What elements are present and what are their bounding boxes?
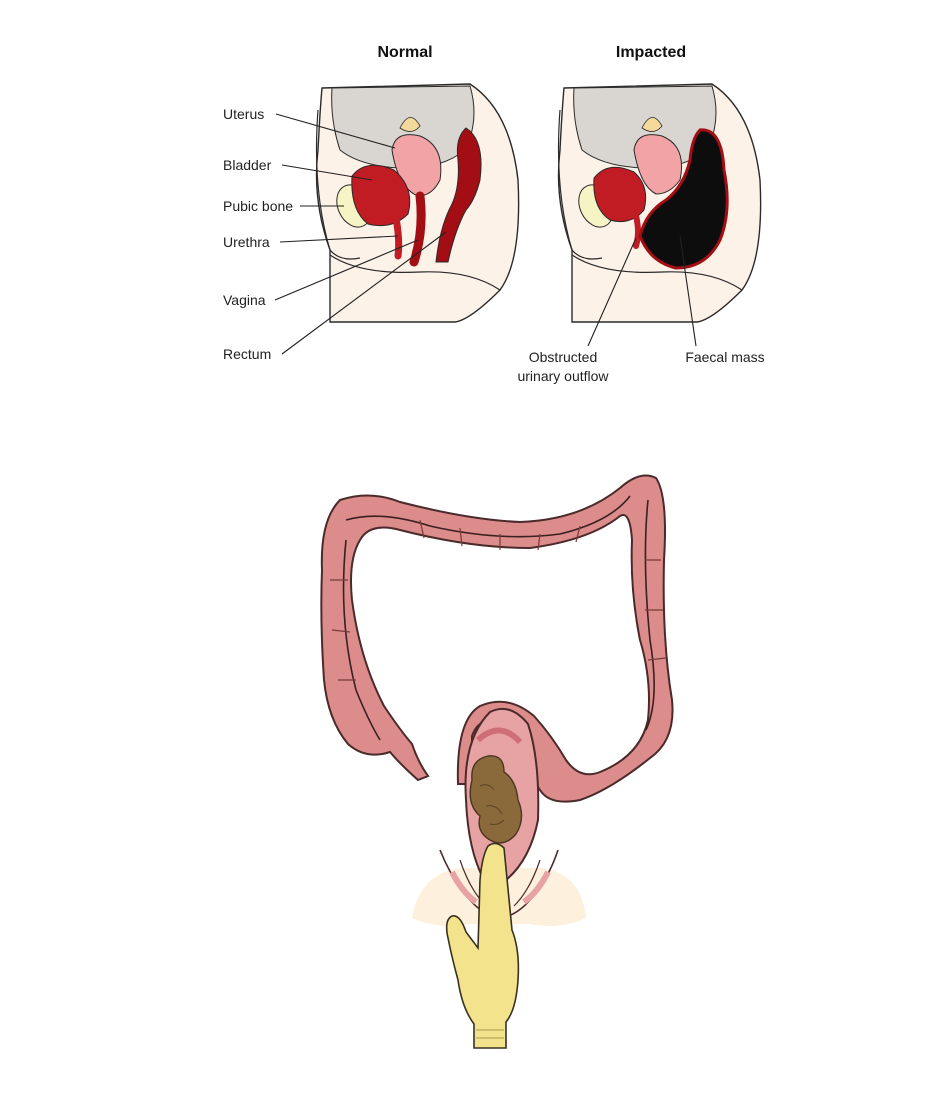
leader-urethra xyxy=(279,235,399,243)
leader-rectum xyxy=(281,231,447,355)
leader-uterus xyxy=(275,113,396,149)
leader-vagina xyxy=(274,239,419,301)
label-bladder: Bladder xyxy=(223,157,272,173)
label-faecal-mass: Faecal mass xyxy=(685,349,764,365)
colon-icon xyxy=(320,474,674,803)
panel-title-normal: Normal xyxy=(377,44,432,61)
gloved-finger-icon xyxy=(445,842,520,1049)
label-vagina: Vagina xyxy=(223,292,266,308)
label-rectum: Rectum xyxy=(223,346,271,362)
anatomy-labels: Uterus Bladder Pubic bone Urethra Vagina… xyxy=(223,106,765,384)
panel-title-impacted: Impacted xyxy=(616,44,686,61)
label-obstructed-line1: Obstructed xyxy=(529,349,597,365)
impacted-pelvis-section xyxy=(557,83,762,323)
label-uterus: Uterus xyxy=(223,106,264,122)
leader-obstructed xyxy=(587,237,637,347)
label-urethra: Urethra xyxy=(223,234,270,250)
label-obstructed-line2: urinary outflow xyxy=(517,368,609,384)
normal-pelvis-section xyxy=(315,83,520,323)
label-pubic-bone: Pubic bone xyxy=(223,198,293,214)
faecal-lump-icon xyxy=(469,755,523,844)
leader-bladder xyxy=(281,164,373,181)
colon-illustration xyxy=(320,474,674,1049)
leader-faecal-mass xyxy=(679,235,697,347)
